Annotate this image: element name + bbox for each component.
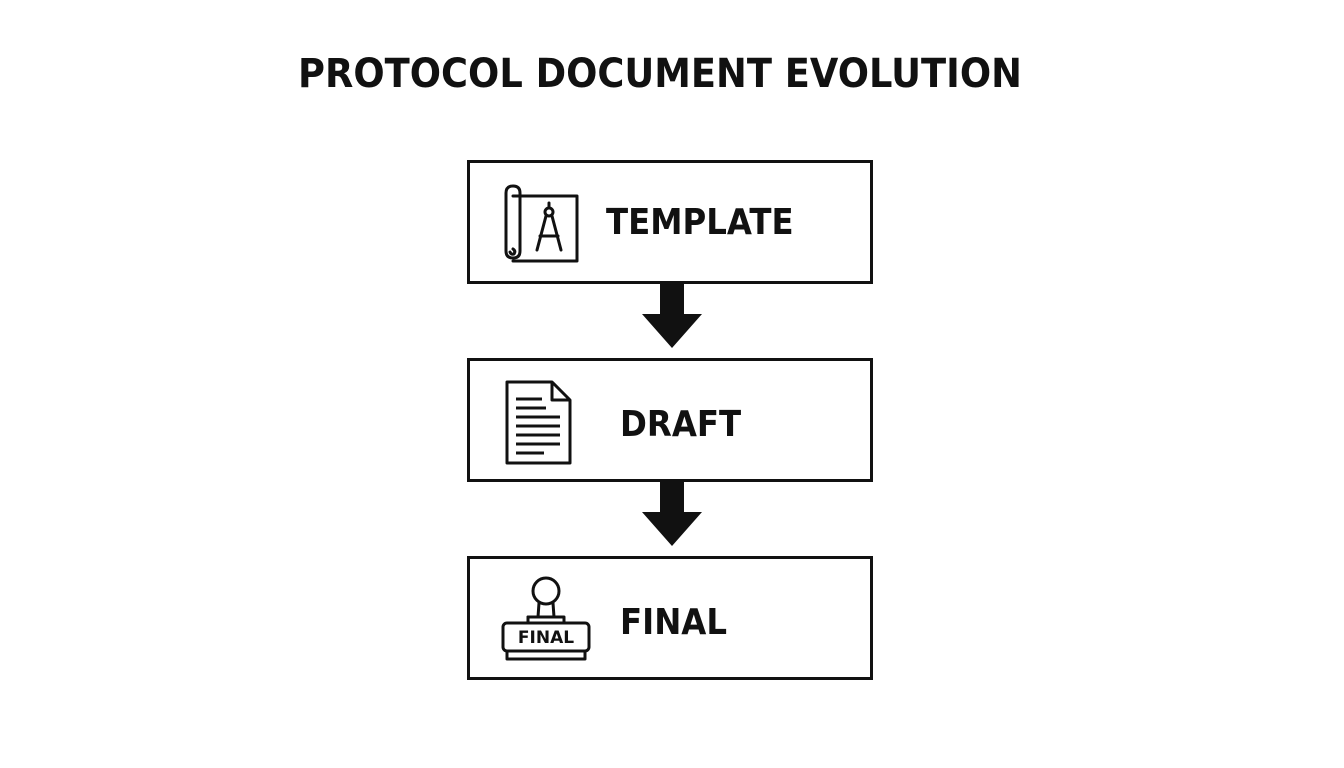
stage-box-final: FINAL FINAL — [467, 556, 873, 680]
stage-box-draft: DRAFT — [467, 358, 873, 482]
document-icon — [505, 380, 572, 465]
stage-label-template: TEMPLATE — [606, 202, 794, 243]
stage-box-template: TEMPLATE — [467, 160, 873, 284]
diagram-title: PROTOCOL DOCUMENT EVOLUTION — [298, 51, 1022, 97]
stage-label-final: FINAL — [620, 602, 728, 643]
down-arrow-icon — [642, 482, 702, 546]
down-arrow-icon — [642, 284, 702, 348]
blueprint-compass-icon — [504, 184, 579, 263]
stamp-icon — [501, 576, 591, 661]
stage-label-draft: DRAFT — [620, 404, 742, 445]
stamp-text: FINAL — [517, 628, 575, 648]
